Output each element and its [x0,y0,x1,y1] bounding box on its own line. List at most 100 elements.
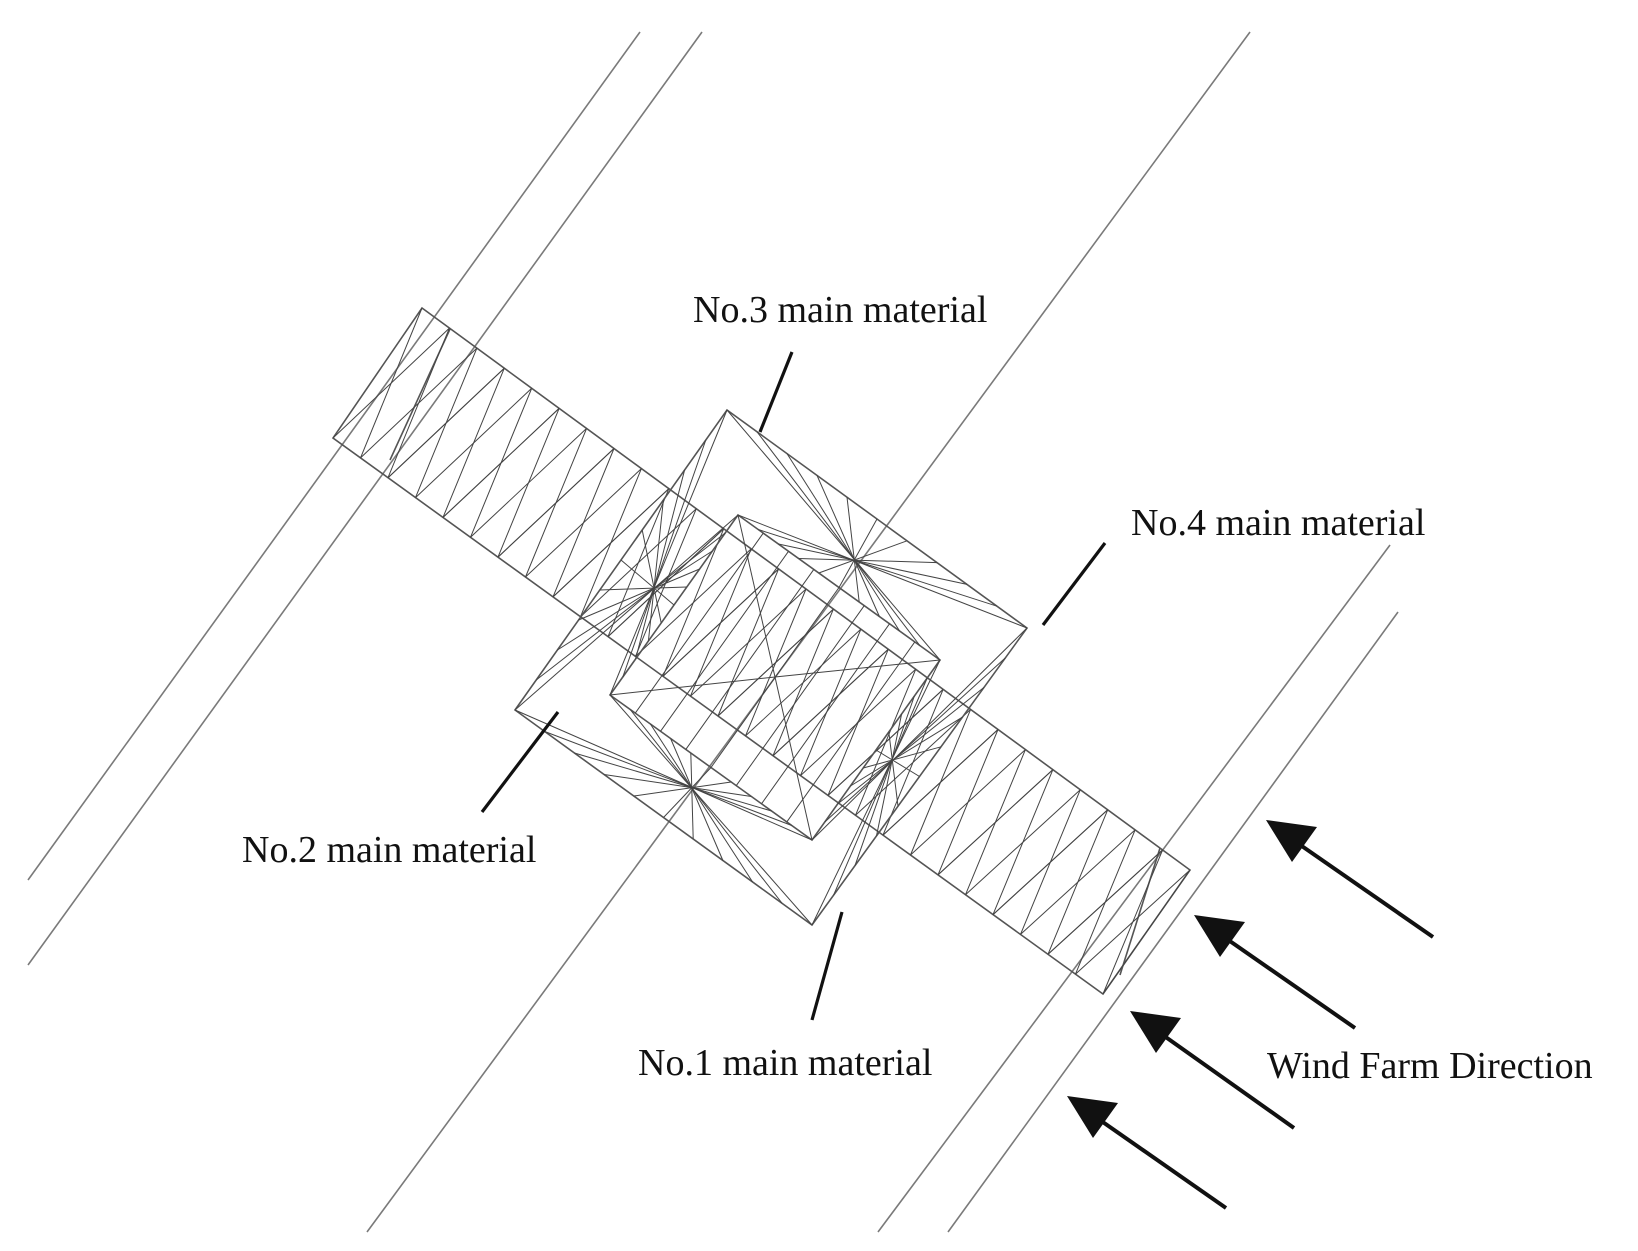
truss-member [552,488,670,598]
truss-member [882,689,944,836]
truss-member [599,586,687,591]
truss-member [387,367,505,479]
cross-arm-inner-edge [1119,847,1161,976]
truss-member [578,568,700,621]
truss-member [863,746,942,769]
conductor-line [27,31,703,966]
truss-member [937,769,1054,876]
wind-arrow [1266,820,1435,939]
truss-member [609,694,813,926]
truss-member [816,475,880,617]
truss-member [726,409,941,661]
truss-member [332,327,450,439]
truss-member [772,648,889,757]
truss-member [497,448,615,558]
truss-member [758,529,998,607]
wind-arrow [1067,1096,1228,1210]
wind-arrows [1067,820,1435,1210]
cross-arm-outline [331,306,1192,996]
truss-member [552,448,615,598]
wind-arrow [1130,1011,1296,1130]
label-no4-main-material: No.4 main material [1131,502,1425,544]
truss-member [811,659,941,926]
leader-line-no4 [1041,542,1107,626]
tower-body-bracing [514,409,1028,926]
leader-line-no2 [480,711,560,813]
truss-member [937,729,999,876]
truss-member [833,677,928,896]
conductor-line [27,31,641,881]
truss-member [888,731,899,807]
truss-member [604,774,752,797]
truss-member [827,689,944,796]
truss-member [876,713,903,837]
truss-member [737,514,1028,629]
truss-member [685,569,815,750]
truss-member [620,559,675,606]
truss-member [838,518,878,588]
truss-member [778,543,968,585]
truss-member [875,749,920,777]
truss-member [574,752,772,812]
truss-member [649,723,754,883]
truss-member [634,532,764,714]
label-no3-main-material: No.3 main material [693,289,987,331]
truss-member [670,738,724,861]
truss-member [514,709,813,841]
truss-member [850,716,963,787]
truss-member [786,453,901,632]
truss-member [735,605,865,786]
truss-member [633,781,732,797]
cross-arm [331,306,1192,996]
truss-member [992,809,1109,915]
truss-member [786,641,916,823]
truss-member [544,731,792,826]
truss-member [846,497,860,603]
truss-member [622,439,707,678]
truss-member [811,627,1028,841]
truss-member [387,327,450,478]
truss-member [535,532,726,681]
truss-member [717,568,780,717]
truss-member [882,729,999,836]
truss-member [442,408,560,518]
label-no2-main-material: No.2 main material [242,829,536,871]
truss-member [992,769,1054,915]
truss-member [662,568,779,677]
truss-member [629,709,783,904]
truss-member [1047,809,1109,955]
truss-member [514,514,739,711]
conductor-line [877,544,1391,1233]
truss-member [710,587,840,768]
conductor-line [947,611,1399,1233]
leader-line-no1 [810,911,844,1021]
truss-member [442,368,505,518]
wind-arrow [1194,915,1357,1030]
label-wind-farm-direction: Wind Farm Direction [1267,1045,1593,1087]
truss-member [609,409,728,696]
truss-member [662,528,725,677]
leader-line-no3 [758,351,794,433]
truss-member [772,608,834,756]
truss-member [607,488,670,637]
truss-member [824,657,1006,823]
truss-member [854,695,915,866]
truss-member [497,408,560,558]
truss-member [818,540,908,574]
truss-member [1102,849,1164,995]
truss-member [761,623,890,805]
truss-member [647,499,664,642]
truss-member [756,431,921,646]
truss-member [557,550,713,651]
truss-member [663,767,712,818]
truss-member [635,469,686,660]
truss-member [641,529,662,624]
cross-arm-bracing [332,307,1191,995]
truss-member [1102,869,1191,995]
truss-member [1047,849,1163,955]
truss-member [717,608,834,717]
truss-member [837,687,985,805]
truss-member [690,752,694,840]
truss-member [660,551,789,732]
